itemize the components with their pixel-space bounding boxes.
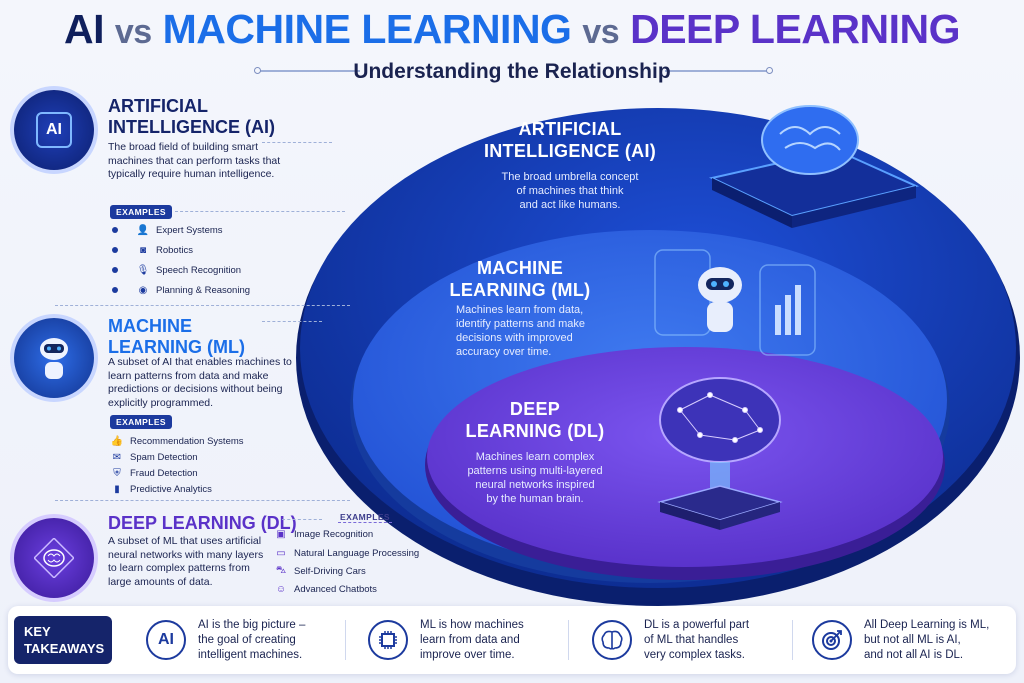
chat-bubble-icon: ▭: [276, 547, 286, 559]
subtitle-line-right: [665, 70, 770, 72]
nested-ellipse-diagram: [296, 105, 1020, 606]
ai-examples-badge: EXAMPLES: [110, 205, 172, 219]
dl-example-item: ☺Advanced Chatbots: [275, 583, 377, 595]
takeaway-text: AI is the big picture –the goal of creat…: [198, 618, 306, 661]
ai-example-item: 🎙Speech Recognition: [112, 263, 241, 277]
title-ml: MACHINE LEARNING: [162, 6, 572, 52]
subtitle-dot: [254, 67, 261, 74]
dl-section-description: A subset of ML that uses artificial neur…: [108, 535, 264, 588]
ai-section-icon: AI: [14, 90, 94, 170]
bar-chart-icon: ▮: [114, 483, 120, 495]
image-icon: ▣: [276, 528, 286, 540]
ai-badge-icon: AI: [146, 620, 186, 660]
takeaway-item: AI AI is the big picture –the goal of cr…: [146, 614, 305, 666]
title-vs: vs: [114, 13, 152, 51]
subtitle-dot: [766, 67, 773, 74]
ai-connector-line: [262, 142, 332, 143]
brain-icon: [34, 538, 74, 578]
takeaway-item: All Deep Learning is ML,but not all ML i…: [812, 614, 989, 666]
mail-icon: ✉: [112, 451, 122, 463]
ml-section-icon: [14, 318, 94, 398]
target-icon: [812, 620, 852, 660]
thumbs-up-icon: 👍: [110, 435, 124, 447]
takeaway-divider: [568, 620, 569, 660]
person-icon: 👤: [136, 224, 150, 236]
ai-example-item: 👤Expert Systems: [112, 223, 223, 237]
ai-ml-divider: [55, 305, 350, 306]
page-title: AI vs MACHINE LEARNING vs DEEP LEARNING: [0, 6, 1024, 53]
ml-example-item: ✉Spam Detection: [110, 450, 198, 464]
page-subtitle: Understanding the Relationship: [353, 60, 671, 83]
dl-ellipse: [427, 347, 943, 567]
ml-dl-divider: [55, 500, 350, 501]
dl-example-item: ▭Natural Language Processing: [274, 546, 419, 560]
ml-example-item: 👍Recommendation Systems: [110, 435, 244, 447]
car-icon: ⛍: [275, 564, 287, 576]
dl-examples-badge: EXAMPLES: [338, 512, 392, 523]
shield-icon: ⛨: [113, 467, 121, 479]
ai-chip-brain-icon: [708, 105, 920, 228]
ai-section-description: The broad field of building smart machin…: [108, 141, 281, 180]
diagram-ml-description: Machines learn from data,identify patter…: [456, 304, 586, 358]
dl-connector-line: [282, 519, 322, 520]
title-dl: DEEP LEARNING: [630, 6, 961, 52]
dl-neural-brain-icon: [657, 377, 783, 530]
chatbot-icon: ☺: [275, 583, 287, 595]
ai-chip-icon: AI: [36, 112, 72, 148]
ai-example-item: ◉Planning & Reasoning: [112, 283, 250, 297]
subtitle-line-left: [255, 70, 360, 72]
takeaway-divider: [345, 620, 346, 660]
title-ai: AI: [63, 6, 105, 52]
title-vs: vs: [582, 13, 620, 51]
ai-example-item: ◙Robotics: [112, 243, 193, 257]
microphone-icon: 🎙: [136, 264, 150, 276]
ai-examples-divider: [175, 211, 345, 212]
ml-examples-badge: EXAMPLES: [110, 415, 172, 429]
dl-section-icon: [14, 518, 94, 598]
dl-section-heading: DEEP LEARNING (DL): [108, 513, 297, 533]
dl-example-item: ⛍Self-Driving Cars: [275, 564, 366, 577]
ml-example-item: ▮Predictive Analytics: [110, 482, 212, 496]
ml-section-description: A subset of AI that enables machines to …: [108, 356, 292, 409]
ml-connector-line: [262, 321, 322, 322]
brain-icon: ◉: [138, 284, 148, 296]
robot-icon: [40, 338, 68, 379]
ml-example-item: ⛨Fraud Detection: [110, 466, 197, 480]
robot-icon: ◙: [139, 244, 147, 256]
ml-robot-icon: [654, 249, 816, 356]
dl-example-item: ▣Image Recognition: [274, 527, 373, 541]
takeaway-divider: [792, 620, 793, 660]
brain-icon: [592, 620, 632, 660]
chip-icon: [368, 620, 408, 660]
takeaway-text: All Deep Learning is ML,but not all ML i…: [864, 618, 990, 661]
